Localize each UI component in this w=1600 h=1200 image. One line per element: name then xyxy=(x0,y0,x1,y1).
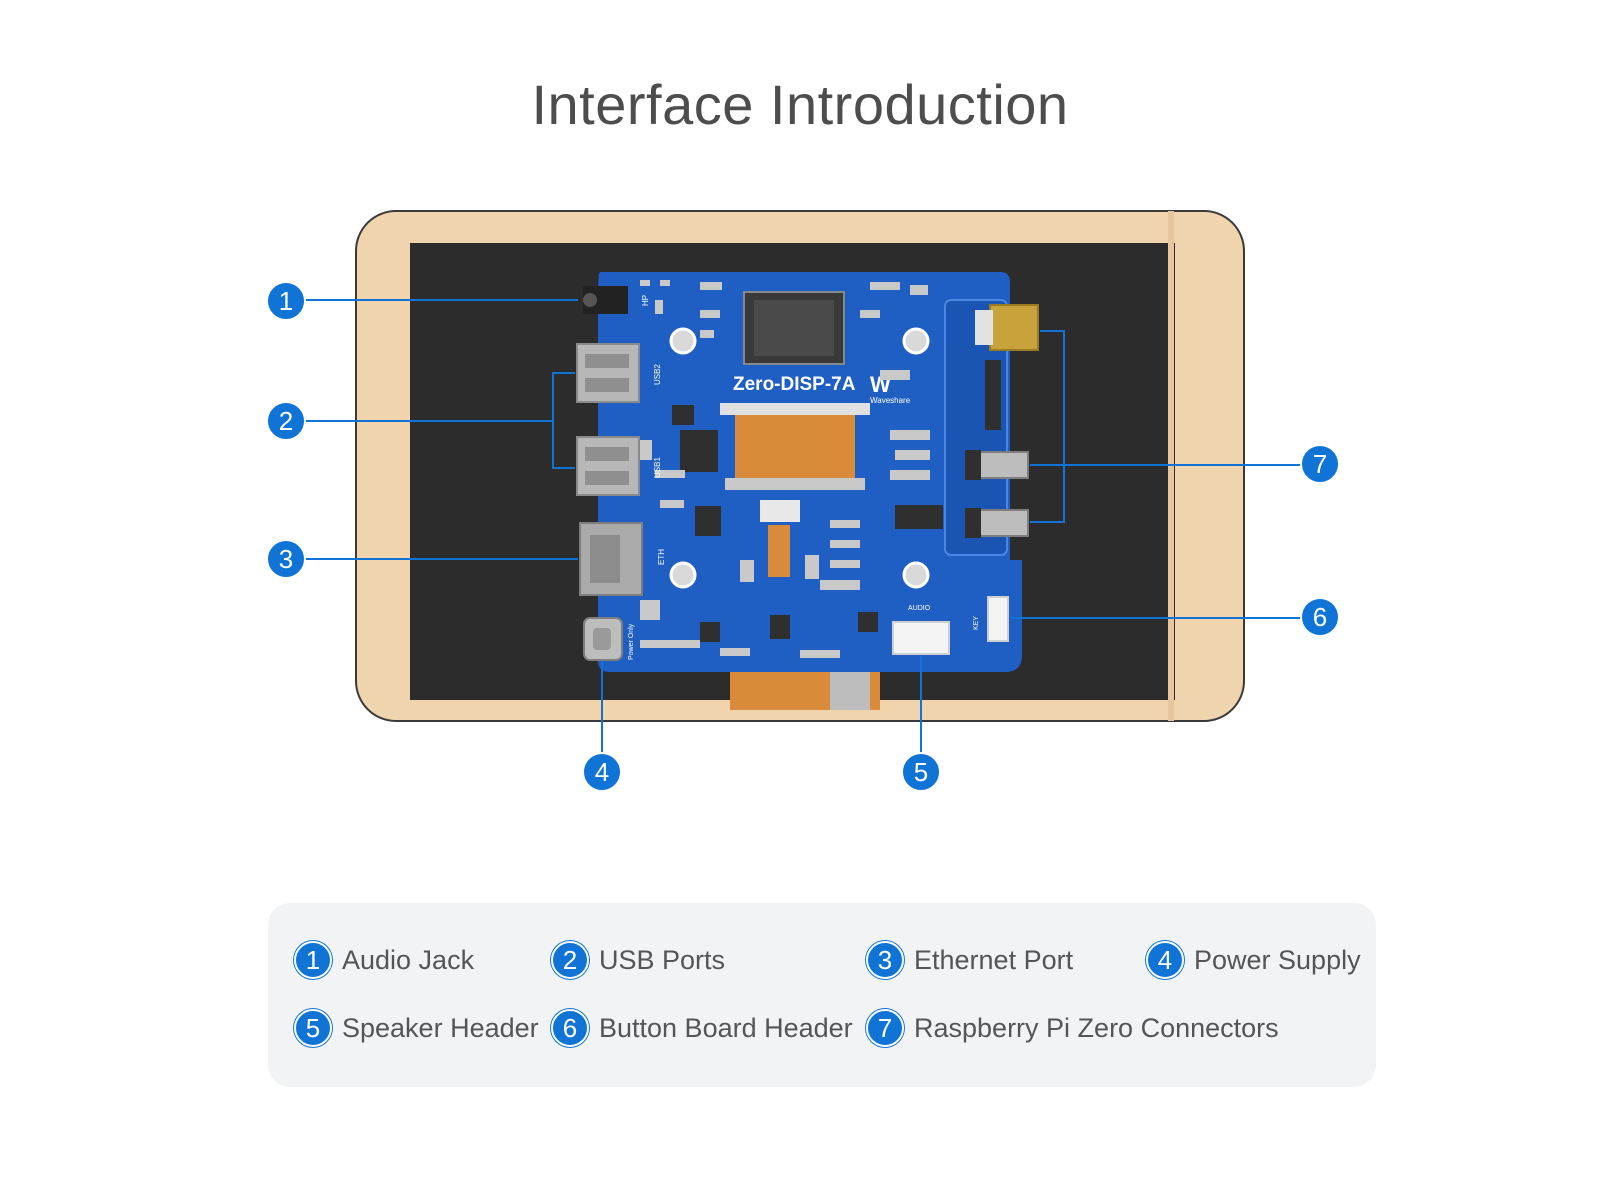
brand-text: Waveshare xyxy=(870,396,911,405)
svg-text:3: 3 xyxy=(279,544,293,574)
svg-text:7: 7 xyxy=(1313,449,1327,479)
usb-port-2 xyxy=(576,343,640,403)
svg-text:HP: HP xyxy=(641,295,650,306)
legend-item-pi-zero-connectors: 7 Raspberry Pi Zero Connectors xyxy=(866,1009,1279,1047)
product-diagram: Zero-DISP-7A W Waveshare HP USB2 USB1 xyxy=(266,210,1340,792)
legend-badge-3: 3 xyxy=(866,941,904,979)
legend-item-audio-jack: 1 Audio Jack xyxy=(294,941,474,979)
legend-label-7: Raspberry Pi Zero Connectors xyxy=(914,1012,1279,1043)
legend-badge-6: 6 xyxy=(551,1009,589,1047)
legend-item-ethernet-port: 3 Ethernet Port xyxy=(866,941,1073,979)
callout-1-badge: 1 xyxy=(266,281,306,321)
svg-text:5: 5 xyxy=(914,757,928,787)
svg-text:4: 4 xyxy=(595,757,609,787)
board-model-text: Zero-DISP-7A xyxy=(733,374,856,395)
legend-badge-4: 4 xyxy=(1146,941,1184,979)
legend-item-speaker-header: 5 Speaker Header xyxy=(294,1009,539,1047)
mini-hdmi-port xyxy=(989,304,1039,351)
display-connector xyxy=(735,415,855,480)
legend-item-button-board-header: 6 Button Board Header xyxy=(551,1009,853,1047)
usb-port-1 xyxy=(576,436,640,496)
callout-lines xyxy=(303,299,1300,755)
speaker-header xyxy=(892,621,950,655)
callout-7-badge: 7 xyxy=(1300,444,1340,484)
legend-label-6: Button Board Header xyxy=(599,1012,853,1043)
legend-panel: 1 Audio Jack 2 USB Ports 3 Ethernet Port… xyxy=(268,903,1376,1087)
page-title: Interface Introduction xyxy=(531,73,1069,136)
legend-badge-2: 2 xyxy=(551,941,589,979)
legend-badge-5: 5 xyxy=(294,1009,332,1047)
legend-label-1: Audio Jack xyxy=(342,944,475,975)
legend-label-2: USB Ports xyxy=(599,944,726,975)
svg-text:AUDIO: AUDIO xyxy=(908,605,931,612)
micro-usb-port-1 xyxy=(979,451,1029,479)
svg-text:6: 6 xyxy=(1313,602,1327,632)
legend-badge-1: 1 xyxy=(294,941,332,979)
mounting-holes xyxy=(669,327,930,589)
callout-3-badge: 3 xyxy=(266,539,306,579)
svg-text:2: 2 xyxy=(279,406,293,436)
svg-text:ETH: ETH xyxy=(657,549,666,565)
svg-text:Power Only: Power Only xyxy=(628,623,635,660)
legend-label-5: Speaker Header xyxy=(342,1012,539,1043)
svg-text:1: 1 xyxy=(279,286,293,316)
micro-usb-port-2 xyxy=(979,509,1029,537)
callout-2-badge: 2 xyxy=(266,401,306,441)
callout-5-badge: 5 xyxy=(901,752,941,792)
legend-label-4: Power Supply xyxy=(1194,944,1361,975)
callout-6-badge: 6 xyxy=(1300,597,1340,637)
legend-item-power-supply: 4 Power Supply xyxy=(1146,941,1361,979)
svg-text:USB1: USB1 xyxy=(653,457,662,478)
legend-badge-7: 7 xyxy=(866,1009,904,1047)
svg-text:USB2: USB2 xyxy=(653,364,662,385)
legend-item-usb-ports: 2 USB Ports xyxy=(551,941,725,979)
legend-label-3: Ethernet Port xyxy=(914,944,1074,975)
key-header xyxy=(987,596,1009,642)
svg-text:KEY: KEY xyxy=(973,616,980,630)
callout-4-badge: 4 xyxy=(582,752,622,792)
